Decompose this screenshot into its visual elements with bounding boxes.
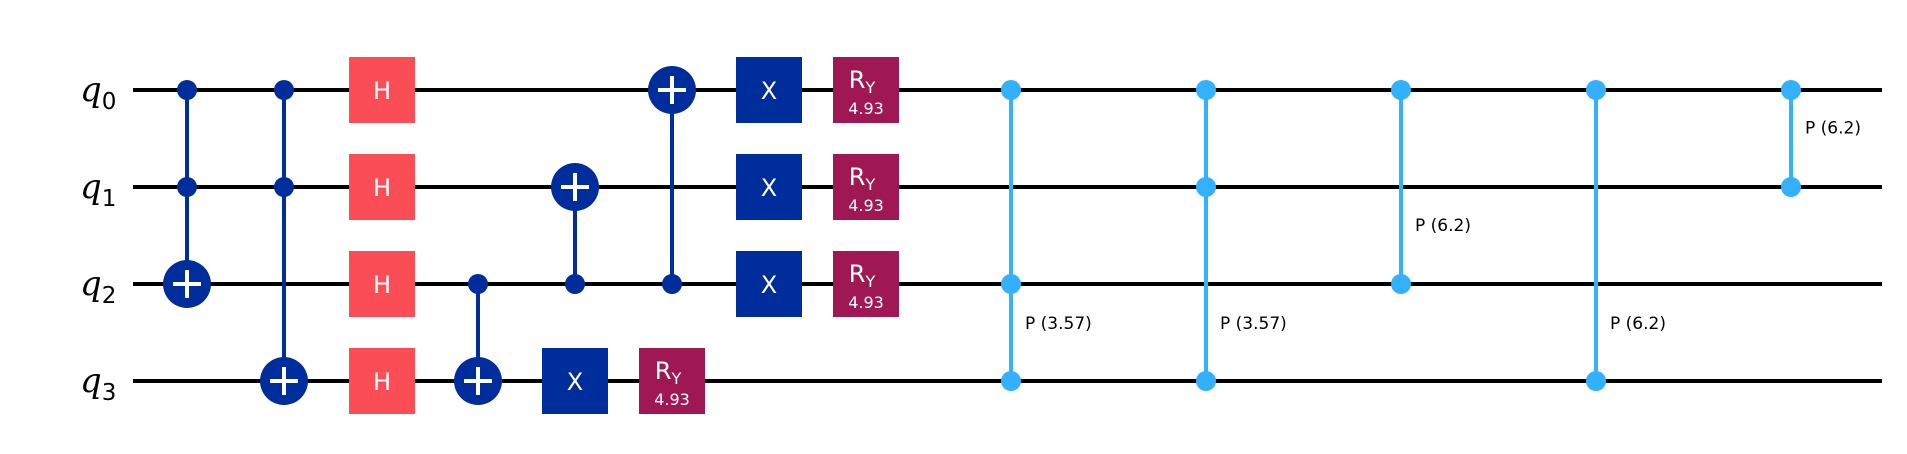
gate-param: 4.93 <box>848 99 884 118</box>
control-dot <box>1586 80 1606 100</box>
qubit-label-q2: q2 <box>80 264 116 309</box>
qubit-label-index: 2 <box>102 283 117 309</box>
gate-label-sub: Y <box>670 369 681 388</box>
gate-label-sub: Y <box>864 272 875 291</box>
phase-label: P (6.2) <box>1610 314 1666 334</box>
cnot-gate-6 <box>454 274 502 405</box>
control-dot <box>1001 80 1021 100</box>
gate-label: X <box>761 271 777 299</box>
gate-box <box>833 251 899 317</box>
gate-label: RY <box>849 260 876 291</box>
control-dot <box>1391 274 1411 294</box>
gate-label: X <box>567 368 583 396</box>
control-dot <box>468 274 488 294</box>
qubit-label-q0: q0 <box>80 70 116 115</box>
gate-label-main: R <box>849 260 866 288</box>
qubit-label-letter: q <box>80 70 102 110</box>
gate-label-main: R <box>849 163 866 191</box>
control-dot <box>565 274 585 294</box>
gate-label-main: R <box>655 357 672 385</box>
gate-label-main: R <box>849 66 866 94</box>
control-dot <box>274 80 294 100</box>
gate-box <box>736 57 802 123</box>
control-dot <box>1781 177 1801 197</box>
qubit-label-q1: q1 <box>80 167 116 212</box>
gate-box <box>833 57 899 123</box>
gate-box <box>349 154 415 220</box>
control-dot <box>1391 80 1411 100</box>
control-dot <box>177 80 197 100</box>
qubit-label-index: 1 <box>102 186 117 212</box>
gate-label: X <box>761 77 777 105</box>
x-gate-8: X <box>542 348 608 414</box>
qubit-label-index: 3 <box>102 380 117 406</box>
control-dot <box>1586 371 1606 391</box>
gate-label: RY <box>849 163 876 194</box>
ry-gate-10: RY 4.93 <box>639 348 705 414</box>
controlled-phase-gate-19: P (6.2) <box>1391 80 1471 294</box>
control-dot <box>1001 371 1021 391</box>
gate-label-sub: Y <box>864 175 875 194</box>
gate-param: 4.93 <box>654 390 690 409</box>
gate-param: 4.93 <box>848 196 884 215</box>
hadamard-gate-5: H <box>349 348 415 414</box>
hadamard-gate-3: H <box>349 154 415 220</box>
gate-label-sub: Y <box>864 78 875 97</box>
qubit-label-index: 0 <box>102 89 117 115</box>
gate-label: H <box>373 271 391 299</box>
x-gate-13: X <box>736 251 802 317</box>
ry-gate-16: RY 4.93 <box>833 251 899 317</box>
ry-gate-14: RY 4.93 <box>833 57 899 123</box>
gate-box <box>349 57 415 123</box>
gate-box <box>736 154 802 220</box>
controlled-phase-gate-21: P (6.2) <box>1781 80 1861 197</box>
cnot-gate-7 <box>551 163 599 294</box>
gate-label: RY <box>655 357 682 388</box>
control-dot <box>662 274 682 294</box>
hadamard-gate-4: H <box>349 251 415 317</box>
gate-label: H <box>373 174 391 202</box>
hadamard-gate-2: H <box>349 57 415 123</box>
phase-label: P (6.2) <box>1415 216 1471 236</box>
control-dot <box>177 177 197 197</box>
gate-box <box>833 154 899 220</box>
controlled-phase-gate-18: P (3.57) <box>1196 80 1287 391</box>
gate-label: H <box>373 368 391 396</box>
control-dot <box>1781 80 1801 100</box>
gate-label: X <box>761 174 777 202</box>
qubit-label-letter: q <box>80 264 102 304</box>
gate-box <box>542 348 608 414</box>
qubit-label-letter: q <box>80 361 102 401</box>
qubit-label-letter: q <box>80 167 102 207</box>
gate-label: RY <box>849 66 876 97</box>
qubit-wires <box>133 88 1882 383</box>
phase-label: P (3.57) <box>1220 314 1287 334</box>
phase-label: P (6.2) <box>1805 119 1861 139</box>
ry-gate-15: RY 4.93 <box>833 154 899 220</box>
x-gate-11: X <box>736 57 802 123</box>
gate-box <box>349 251 415 317</box>
control-dot <box>1001 274 1021 294</box>
control-dot <box>1196 371 1216 391</box>
cnot-gate-9 <box>648 66 696 294</box>
gate-label: H <box>373 77 391 105</box>
toffoli-gate-1 <box>260 80 308 405</box>
controlled-phase-gate-20: P (6.2) <box>1586 80 1666 391</box>
gate-box <box>639 348 705 414</box>
gate-param: 4.93 <box>848 293 884 312</box>
controlled-phase-gate-17: P (3.57) <box>1001 80 1092 391</box>
control-dot <box>274 177 294 197</box>
control-dot <box>1196 177 1216 197</box>
toffoli-gate-0 <box>163 80 211 308</box>
gate-box <box>736 251 802 317</box>
qubit-label-q3: q3 <box>80 361 116 406</box>
gate-box <box>349 348 415 414</box>
phase-label: P (3.57) <box>1025 314 1092 334</box>
control-dot <box>1196 80 1216 100</box>
x-gate-12: X <box>736 154 802 220</box>
